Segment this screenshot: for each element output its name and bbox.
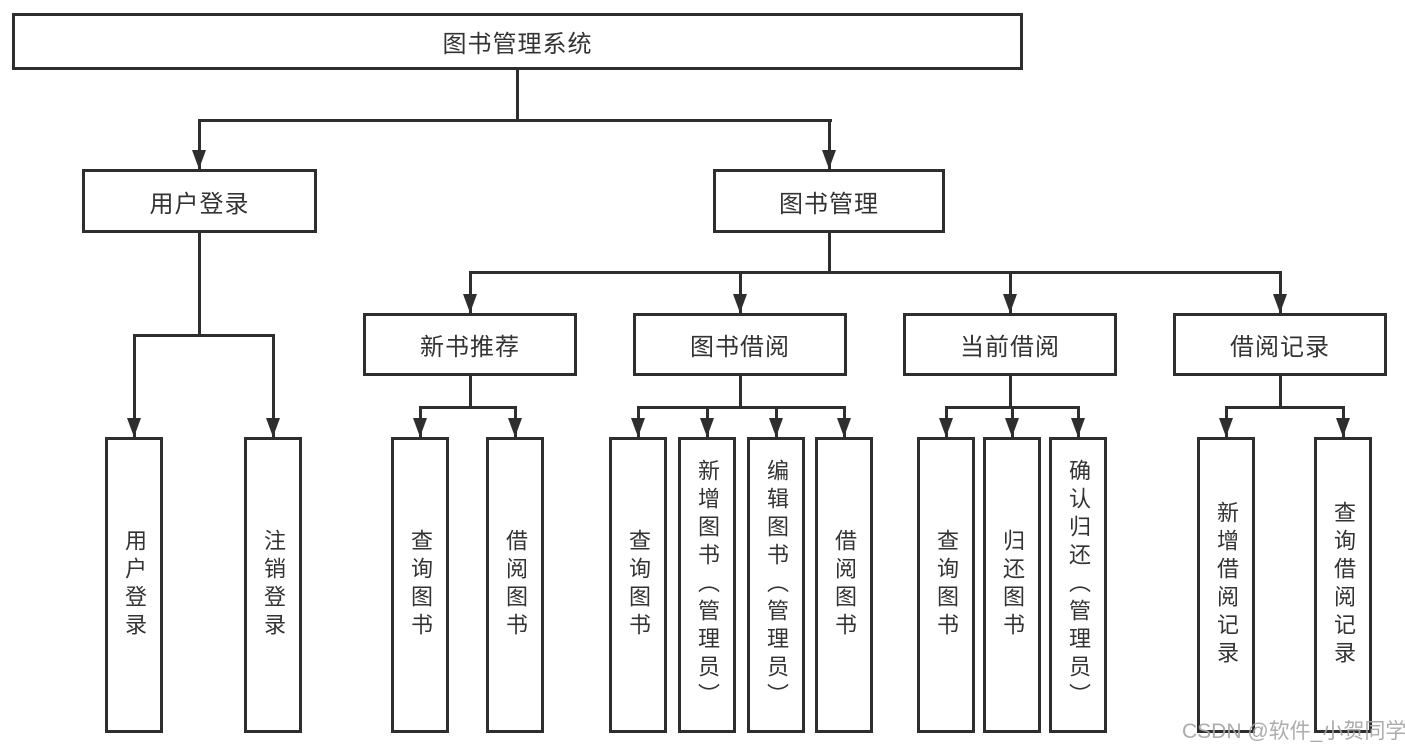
connector-line	[516, 68, 519, 122]
leaf-query-books-borrow: 查询图书	[609, 437, 667, 733]
arrow-down-icon	[822, 150, 836, 169]
leaf-query-borrow-record: 查询借阅记录	[1314, 437, 1372, 733]
leaf-return-book: 归还图书	[983, 437, 1041, 733]
leaf-add-book-admin: 新增图书（管理员）	[678, 437, 736, 733]
node-book-borrow-label: 图书借阅	[690, 334, 790, 361]
leaf-borrow-books-recommend: 借阅图书	[486, 437, 544, 733]
node-user-login-label: 用户登录	[149, 190, 250, 218]
node-root-label: 图书管理系统	[442, 31, 593, 58]
leaf-query-books-recommend: 查询图书	[391, 437, 449, 733]
leaf-query-books-recommend-label: 查询图书	[408, 529, 433, 641]
arrow-down-icon	[1336, 418, 1350, 437]
leaf-query-books-current: 查询图书	[917, 437, 975, 733]
leaf-return-book-label: 归还图书	[1000, 529, 1025, 641]
arrow-down-icon	[631, 418, 645, 437]
connector-line	[828, 119, 831, 169]
connector-line	[272, 334, 275, 437]
leaf-confirm-return-admin-label: 确认归还（管理员）	[1066, 459, 1091, 711]
leaf-borrow-books-borrow: 借阅图书	[815, 437, 873, 733]
leaf-query-books-current-label: 查询图书	[934, 529, 959, 641]
arrow-down-icon	[266, 418, 280, 437]
connector-line	[828, 233, 831, 274]
node-book-borrow: 图书借阅	[633, 313, 847, 376]
connector-line	[739, 271, 742, 313]
leaf-query-borrow-record-label: 查询借阅记录	[1331, 501, 1356, 669]
connector-line	[1279, 376, 1282, 409]
connector-line	[198, 233, 201, 337]
leaf-borrow-books-recommend-label: 借阅图书	[503, 529, 528, 641]
leaf-borrow-books-borrow-label: 借阅图书	[832, 529, 857, 641]
node-current-borrow: 当前借阅	[903, 313, 1117, 376]
arrow-down-icon	[837, 418, 851, 437]
node-borrow-records: 借阅记录	[1173, 313, 1387, 376]
leaf-user-login-label: 用户登录	[122, 529, 147, 641]
connector-line	[1279, 271, 1282, 313]
arrow-down-icon	[192, 150, 206, 169]
leaf-query-books-borrow-label: 查询图书	[626, 529, 651, 641]
arrow-down-icon	[413, 418, 427, 437]
connector-line	[739, 376, 742, 409]
node-current-borrow-label: 当前借阅	[960, 334, 1060, 361]
connector-line	[1009, 271, 1012, 313]
leaf-logout-label: 注销登录	[261, 529, 286, 641]
arrow-down-icon	[769, 418, 783, 437]
leaf-add-book-admin-label: 新增图书（管理员）	[695, 459, 720, 711]
node-borrow-records-label: 借阅记录	[1230, 334, 1330, 361]
connector-line	[198, 119, 832, 122]
arrow-down-icon	[1219, 418, 1233, 437]
connector-line	[133, 334, 275, 337]
arrow-down-icon	[939, 418, 953, 437]
connector-line	[637, 406, 845, 409]
leaf-edit-book-admin: 编辑图书（管理员）	[747, 437, 805, 733]
leaf-add-borrow-record-label: 新增借阅记录	[1214, 501, 1239, 669]
connector-line	[469, 376, 472, 409]
leaf-logout: 注销登录	[244, 437, 302, 733]
connector-line	[469, 271, 472, 313]
node-book-management: 图书管理	[713, 169, 945, 233]
node-user-login: 用户登录	[82, 169, 317, 233]
connector-line	[133, 334, 136, 437]
node-new-book-recommend-label: 新书推荐	[420, 334, 520, 361]
connector-line	[198, 119, 201, 169]
connector-line	[1225, 406, 1344, 409]
arrow-down-icon	[1003, 294, 1017, 313]
arrow-down-icon	[1005, 418, 1019, 437]
leaf-edit-book-admin-label: 编辑图书（管理员）	[764, 459, 789, 711]
leaf-add-borrow-record: 新增借阅记录	[1197, 437, 1255, 733]
leaf-confirm-return-admin: 确认归还（管理员）	[1049, 437, 1107, 733]
arrow-down-icon	[127, 418, 141, 437]
node-book-management-label: 图书管理	[779, 190, 879, 218]
connector-line	[1009, 376, 1012, 409]
arrow-down-icon	[1071, 418, 1085, 437]
connector-line	[469, 271, 1282, 274]
leaf-user-login: 用户登录	[105, 437, 163, 733]
connector-line	[419, 406, 517, 409]
node-root: 图书管理系统	[12, 13, 1023, 70]
watermark: CSDN @软件_小贺同学	[1182, 720, 1405, 743]
arrow-down-icon	[508, 418, 522, 437]
arrow-down-icon	[1273, 294, 1287, 313]
node-new-book-recommend: 新书推荐	[363, 313, 577, 376]
arrow-down-icon	[700, 418, 714, 437]
arrow-down-icon	[463, 294, 477, 313]
arrow-down-icon	[733, 294, 747, 313]
